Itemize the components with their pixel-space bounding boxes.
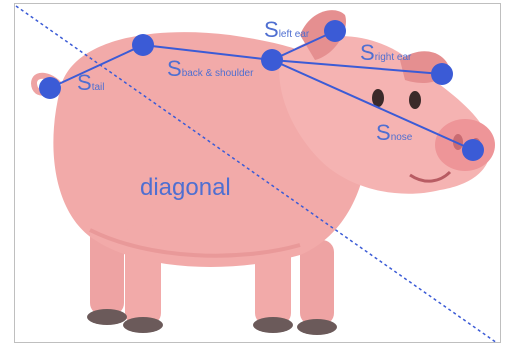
pig-hoof <box>297 319 337 335</box>
pig-eye <box>409 91 421 109</box>
pig-eye <box>372 89 384 107</box>
label-left-ear: Sleft ear <box>264 19 309 41</box>
pig-hoof <box>123 317 163 333</box>
keypoint-back <box>132 34 154 56</box>
label-tail: Stail <box>77 72 104 94</box>
pig-hoof <box>87 309 127 325</box>
label-diagonal: diagonal <box>140 174 231 202</box>
keypoint-right-ear <box>431 63 453 85</box>
label-back-shoulder: Sback & shoulder <box>167 58 253 80</box>
keypoint-left-ear <box>324 20 346 42</box>
keypoint-back-shoulder <box>261 49 283 71</box>
label-nose: Snose <box>376 122 412 144</box>
keypoint-nose <box>462 139 484 161</box>
pig-leg-back-right <box>125 225 161 325</box>
label-right-ear: Sright ear <box>360 42 411 64</box>
pig-leg-front-left <box>300 240 334 325</box>
keypoint-tail <box>39 77 61 99</box>
pig-hoof <box>253 317 293 333</box>
